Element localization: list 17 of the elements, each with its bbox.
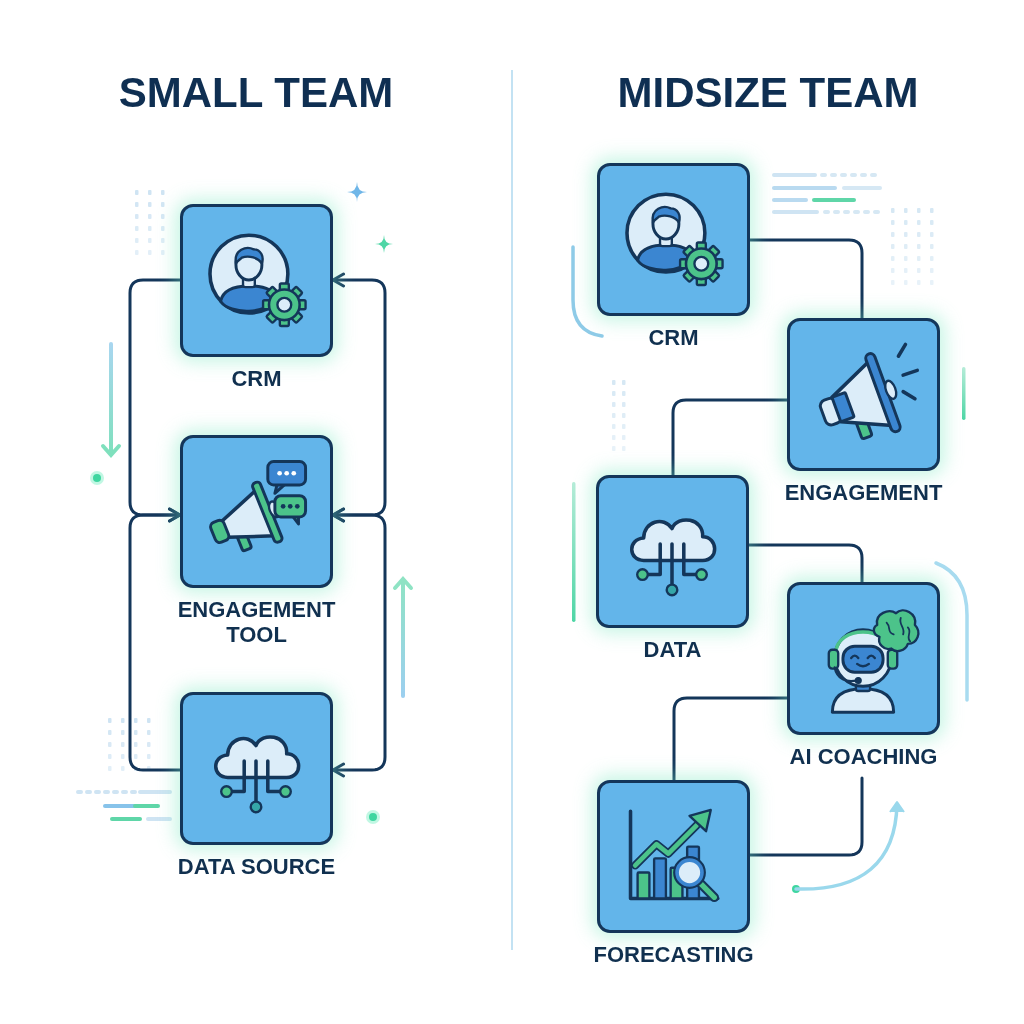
connector-line <box>672 696 789 782</box>
connector-line <box>671 398 789 477</box>
arrow <box>128 507 182 772</box>
node-label: FORECASTING <box>593 942 754 967</box>
node-label: ENGAGEMENT <box>784 480 943 505</box>
node-label: ENGAGEMENT TOOL <box>176 597 337 647</box>
node-label: CRM <box>231 366 282 391</box>
connector-line <box>748 238 864 320</box>
node-label: AI COACHING <box>789 744 938 769</box>
node-label: CRM <box>648 325 699 350</box>
column-heading: SMALL TEAM <box>118 70 394 116</box>
node-label: DATA <box>643 637 702 662</box>
connector-line <box>748 776 864 857</box>
node-label: DATA SOURCE <box>177 854 336 879</box>
column-heading: MIDSIZE TEAM <box>617 70 919 116</box>
arrow <box>331 507 387 778</box>
connector-line <box>747 543 864 584</box>
